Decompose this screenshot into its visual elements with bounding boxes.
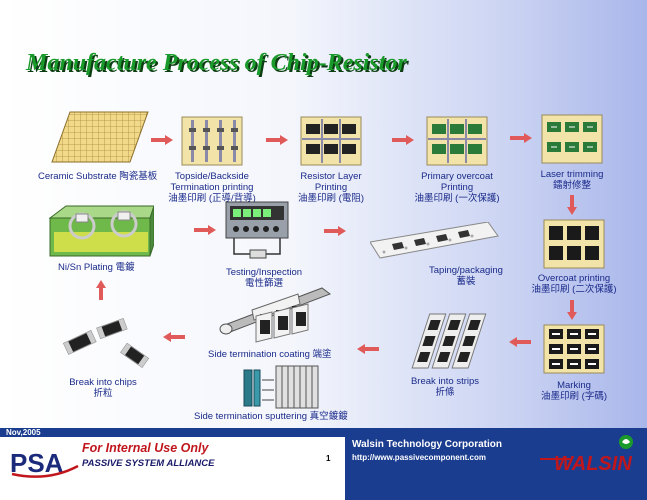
footer-right-panel — [345, 428, 647, 500]
internal-use-notice: For Internal Use Only — [82, 441, 209, 455]
footer-left-panel — [0, 428, 345, 500]
sputtering-image — [243, 365, 319, 409]
label-sidecoat: Side termination coating 端塗 — [208, 349, 332, 360]
footer-date: Nov,2005 — [6, 428, 41, 437]
strips-image — [411, 313, 487, 369]
arrow-left-icon — [357, 344, 379, 354]
label-plating: Ni/Sn Plating 電鍍 — [58, 262, 135, 273]
arrow-down-icon — [567, 195, 577, 215]
primary-overcoat-image — [426, 116, 488, 166]
arrow-right-icon — [392, 135, 414, 145]
arrow-down-icon — [567, 300, 577, 320]
termination-print-image — [181, 116, 243, 166]
arrow-up-icon — [96, 280, 106, 300]
arrow-right-icon — [266, 135, 288, 145]
arrow-right-icon — [194, 225, 216, 235]
slide-title: Manufacture Process of Chip-Resistor — [26, 50, 407, 76]
walsin-logo: WALSIN — [540, 435, 633, 474]
page-number: 1 — [326, 454, 331, 463]
arrow-left-icon — [163, 332, 185, 342]
arrow-right-icon — [151, 135, 173, 145]
plating-image — [48, 205, 154, 257]
footer-date-bar — [0, 428, 345, 437]
arrow-left-icon — [509, 337, 531, 347]
marking-image — [543, 324, 605, 374]
chips-image — [62, 317, 150, 369]
psa-logo-text: PSA — [10, 448, 64, 478]
company-name: Walsin Technology Corporation — [352, 439, 502, 450]
testing-machine-image — [225, 201, 289, 259]
overcoat-image — [543, 219, 605, 269]
psa-logo: PSA — [10, 448, 79, 478]
ceramic-substrate-image — [51, 111, 149, 163]
label-sputter: Side termination sputtering 真空鍍鍍 — [194, 411, 348, 422]
arrow-right-icon — [510, 133, 532, 143]
alliance-name: PASSIVE SYSTEM ALLIANCE — [82, 458, 215, 469]
resistor-layer-image — [300, 116, 362, 166]
taping-image — [370, 222, 499, 259]
walsin-logo-text: WALSIN — [554, 453, 632, 474]
footer: Nov,2005 PSA For Internal Use Only PASSI… — [0, 428, 647, 500]
company-url[interactable]: http://www.passivecomponent.com — [352, 453, 486, 462]
arrow-right-icon — [324, 226, 346, 236]
side-coating-image — [219, 287, 332, 343]
label-ceramic: Ceramic Substrate 陶瓷基板 — [38, 171, 158, 182]
laser-trimming-image — [541, 114, 603, 164]
